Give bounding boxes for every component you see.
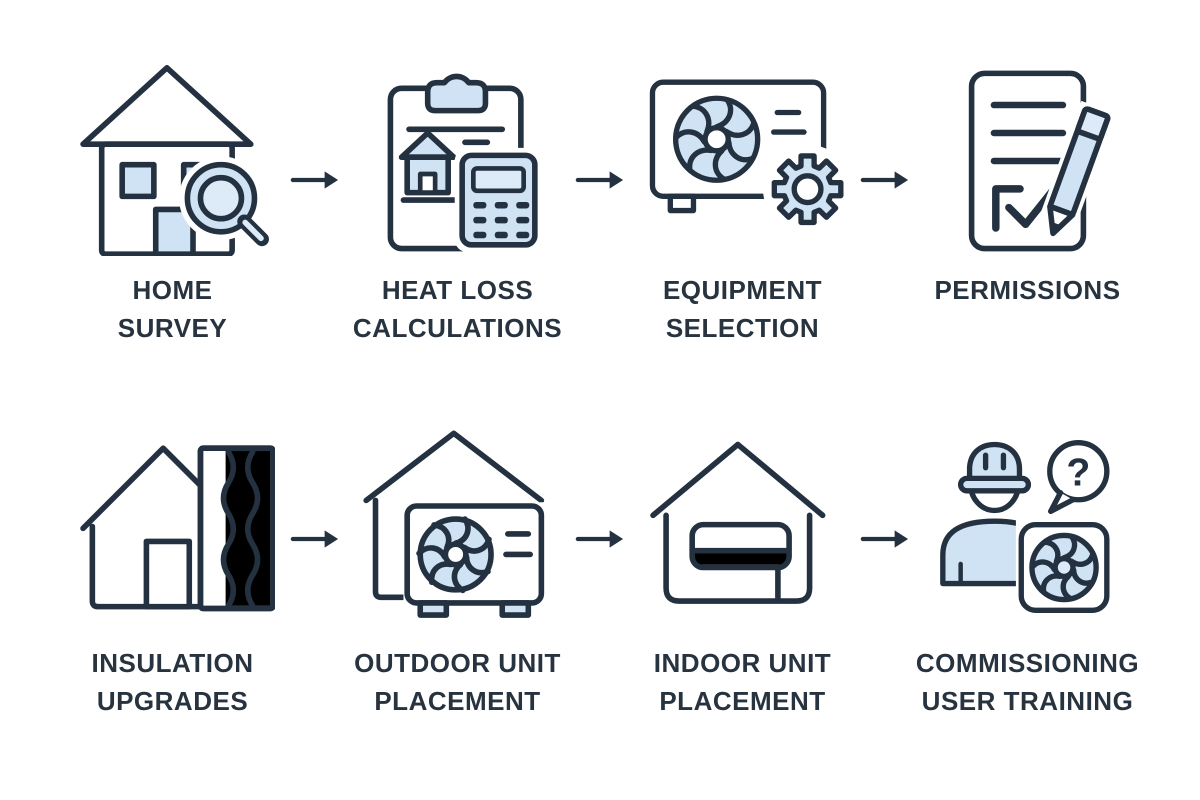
house-insulation-icon (80, 445, 275, 612)
step-insulation-upgrades: INSULATION UPGRADES (55, 419, 290, 720)
arrow-cell (575, 419, 625, 634)
step-label-line1: HEAT LOSS (381, 275, 534, 305)
arrow-right-icon (575, 170, 624, 189)
arrow-right-icon (860, 529, 909, 548)
step-heat-loss-calculations: HEAT LOSS CALCULATIONS (340, 46, 575, 347)
arrow-right-icon (290, 170, 339, 189)
step-label-line2: SELECTION (665, 313, 820, 343)
step-outdoor-unit-placement: OUTDOOR UNIT PLACEMENT (340, 419, 575, 720)
arrow-right-icon (290, 529, 339, 548)
step-label-line2: PLACEMENT (374, 686, 541, 716)
step-label-line1: INDOOR UNIT (653, 648, 832, 678)
arrow-cell (290, 46, 340, 261)
technician-fan-question-icon: ? (940, 440, 1113, 616)
step-label: PERMISSIONS (934, 271, 1120, 309)
step-label: HEAT LOSS CALCULATIONS (353, 271, 562, 347)
arrow-right-icon (575, 529, 624, 548)
step-label-line2: PLACEMENT (659, 686, 826, 716)
step-equipment-selection: EQUIPMENT SELECTION (625, 46, 860, 347)
step-label-line1: PERMISSIONS (934, 275, 1121, 305)
step-label-line1: HOME (132, 275, 213, 305)
arrow-right-icon (860, 170, 909, 189)
document-pencil-icon (968, 70, 1117, 252)
process-row-2: INSULATION UPGRADES (0, 347, 1200, 720)
house-indoor-unit-icon (650, 441, 826, 604)
arrow-cell (860, 419, 910, 634)
clipboard-calculator-icon (387, 73, 543, 253)
step-label-line1: INSULATION (91, 648, 254, 678)
step-indoor-unit-placement: INDOOR UNIT PLACEMENT (625, 419, 860, 720)
arrow-cell (860, 46, 910, 261)
step-label-line1: OUTDOOR UNIT (354, 648, 561, 678)
house-outdoor-unit-icon (363, 430, 546, 618)
step-label-line1: COMMISSIONING (915, 648, 1140, 678)
step-commissioning-user-training: ? COMMISSION (910, 419, 1145, 720)
question-mark-glyph: ? (1066, 452, 1090, 495)
arrow-cell (575, 46, 625, 261)
step-home-survey: HOME SURVEY (55, 46, 290, 347)
step-label: OUTDOOR UNIT PLACEMENT (354, 644, 561, 720)
step-label-line2: USER TRAINING (921, 686, 1134, 716)
step-label-line2: UPGRADES (96, 686, 249, 716)
step-label: HOME SURVEY (118, 271, 227, 347)
step-label: INDOOR UNIT PLACEMENT (654, 644, 831, 720)
step-label: INSULATION UPGRADES (92, 644, 254, 720)
process-row-1: HOME SURVEY (0, 0, 1200, 347)
house-magnifier-icon (80, 64, 275, 256)
step-label-line1: EQUIPMENT (662, 275, 823, 305)
step-label: COMMISSIONING USER TRAINING (916, 644, 1139, 720)
arrow-cell (290, 419, 340, 634)
outdoor-unit-gear-icon (649, 79, 845, 234)
step-label-line2: SURVEY (117, 313, 228, 343)
step-label: EQUIPMENT SELECTION (663, 271, 822, 347)
step-label-line2: CALCULATIONS (352, 313, 563, 343)
step-permissions: PERMISSIONS (910, 46, 1145, 347)
